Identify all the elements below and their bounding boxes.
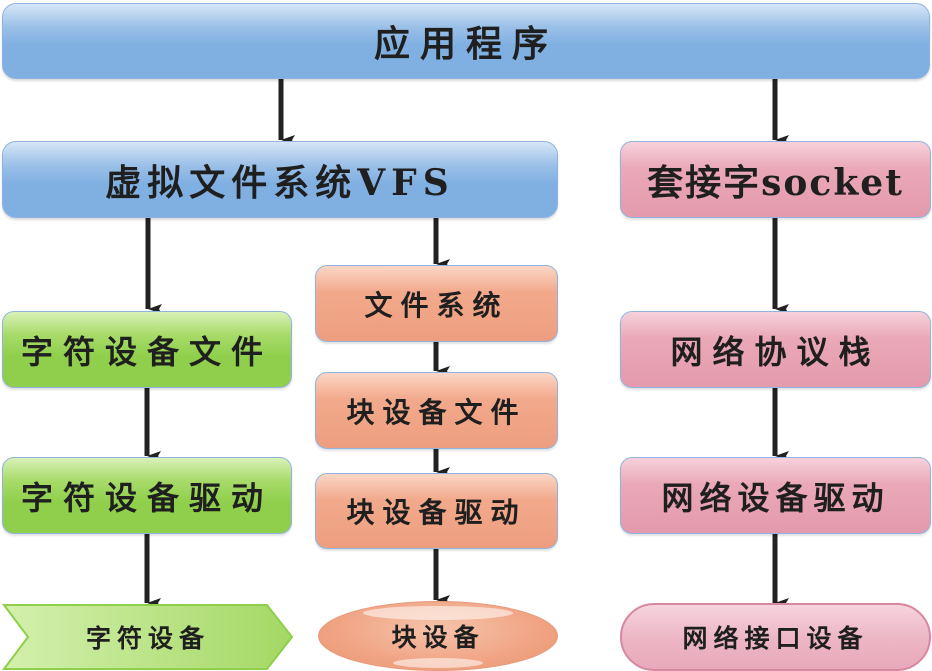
node-block-dev: 块设备 [318, 601, 558, 671]
chevron-shape [2, 604, 294, 670]
shine-top [363, 606, 513, 620]
node-net-iface-dev-label: 网络接口设备 [682, 624, 869, 653]
node-block-dev-label: 块设备 [391, 623, 485, 652]
node-net-dev-driver-label: 网络设备驱动 [661, 478, 890, 517]
node-block-dev-file: 块设备文件 [315, 372, 558, 449]
node-filesystem: 文件系统 [315, 265, 558, 342]
node-net-iface-dev: 网络接口设备 [620, 603, 931, 671]
node-socket: 套接字socket [620, 141, 931, 218]
node-vfs-label: 虚拟文件系统VFS [105, 161, 455, 204]
node-block-dev-file-label: 块设备文件 [346, 395, 527, 429]
node-net-dev-driver: 网络设备驱动 [620, 457, 931, 534]
node-filesystem-label: 文件系统 [364, 288, 509, 322]
node-app-label: 应用程序 [373, 23, 558, 65]
node-char-dev-driver: 字符设备驱动 [2, 457, 292, 534]
node-vfs: 虚拟文件系统VFS [2, 141, 558, 218]
shine-bottom [393, 658, 483, 668]
node-net-stack: 网络协议栈 [620, 311, 931, 388]
node-char-dev-file: 字符设备文件 [2, 311, 292, 388]
node-net-stack-label: 网络协议栈 [670, 332, 881, 371]
node-char-dev: 字符设备 [2, 603, 294, 671]
node-block-dev-driver-label: 块设备驱动 [346, 496, 527, 529]
node-socket-label: 套接字socket [647, 161, 904, 204]
node-block-dev-driver: 块设备驱动 [315, 473, 558, 549]
node-app: 应用程序 [2, 3, 930, 79]
node-char-dev-driver-label: 字符设备驱动 [20, 478, 273, 517]
node-char-dev-file-label: 字符设备文件 [20, 332, 273, 371]
node-char-dev-label: 字符设备 [85, 624, 210, 653]
